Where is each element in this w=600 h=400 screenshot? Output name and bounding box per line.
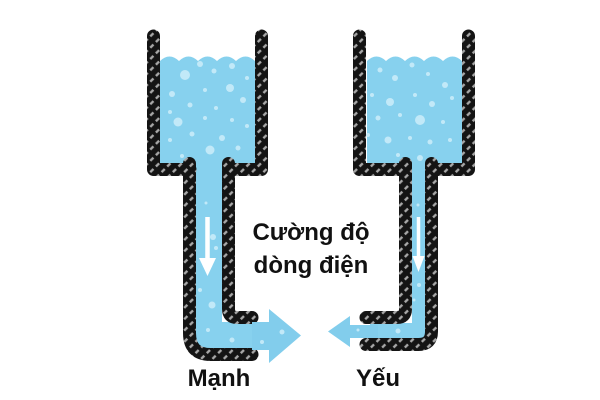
strong-pipe-outer-wall	[183, 157, 259, 361]
strong-pipe-down-arrow-icon	[199, 217, 216, 276]
diagram-title: Cường độ dòng điện	[252, 219, 369, 279]
strong-flow-arrow-icon	[252, 309, 301, 363]
strong-label: Mạnh	[188, 365, 251, 392]
strong-pipe-inner-wall	[222, 157, 259, 324]
title-line-2: dòng điện	[254, 252, 369, 279]
weak-pipe-down-arrow-icon	[412, 217, 425, 272]
weak-tank: Yếu	[328, 29, 475, 392]
strong-tank-right-wall	[222, 29, 268, 176]
weak-label: Yếu	[356, 365, 400, 392]
weak-pipe-inner-wall	[359, 157, 412, 324]
strong-tank-water	[160, 56, 255, 172]
strong-tank-bubbles	[168, 61, 249, 343]
weak-pipe-outer-wall	[359, 157, 438, 351]
weak-tank-right-wall	[431, 29, 475, 176]
strong-tank-left-wall	[147, 29, 197, 176]
weak-tank-left-wall	[353, 29, 406, 176]
weak-tank-water	[367, 56, 462, 172]
bubble	[279, 329, 285, 335]
strong-tank-walls	[147, 29, 268, 361]
weak-tank-walls	[353, 29, 475, 351]
weak-flow-arrow-icon	[328, 316, 378, 347]
bubble	[395, 328, 401, 334]
weak-tank-bubbles	[366, 62, 454, 302]
bubble	[356, 328, 360, 332]
bubble	[260, 340, 264, 344]
title-line-1: Cường độ	[252, 219, 369, 246]
strong-channel-water	[196, 322, 256, 348]
strong-tank: Mạnh	[147, 29, 301, 392]
